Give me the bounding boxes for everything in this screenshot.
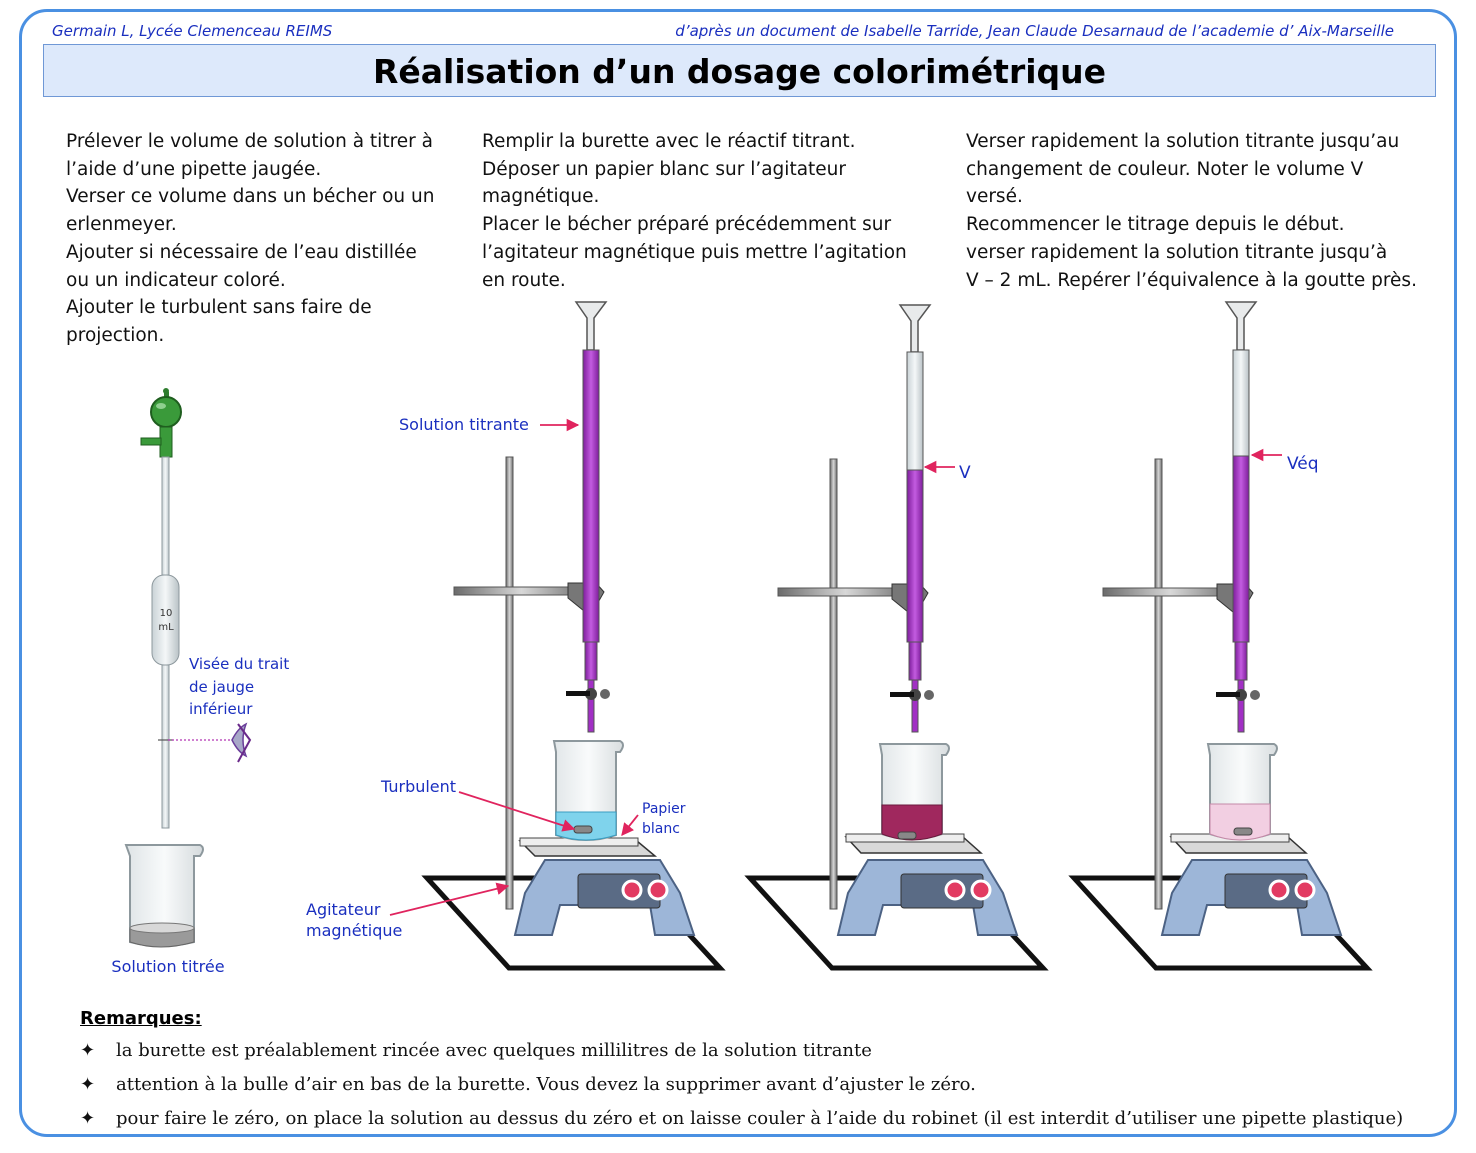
visee-label: Visée du trait	[189, 655, 289, 673]
agitateur-label: Agitateur	[306, 900, 381, 919]
remark-item: ✦ pour faire le zéro, on place la solutio…	[80, 1108, 1403, 1129]
step-line: ou un indicateur coloré.	[66, 269, 286, 291]
solution-titrante-label: Solution titrante	[399, 415, 529, 434]
papier-label: Papier	[642, 801, 686, 817]
solution-titree-label: Solution titrée	[111, 957, 224, 976]
step-line: Remplir la burette avec le réactif titra…	[482, 131, 856, 152]
visee-label: de jauge	[189, 678, 254, 696]
step-line: Verser ce volume dans un bécher ou un	[66, 186, 435, 208]
remark-text: pour faire le zéro, on place la solution…	[116, 1108, 1404, 1129]
bullet-icon: ✦	[80, 1040, 96, 1061]
step-line: projection.	[66, 324, 165, 346]
agitateur-label: magnétique	[306, 921, 402, 940]
step-1-text: Prélever le volume de solution à titrer …	[66, 128, 434, 350]
page-frame	[19, 9, 1457, 1137]
pipette-volume-number: 10	[160, 608, 173, 619]
step-line: V – 2 mL. Repérer l’équivalence à la gou…	[966, 269, 1417, 291]
papier-label: blanc	[642, 821, 680, 837]
pipette-volume-unit: mL	[158, 622, 174, 633]
step-line: Ajouter le turbulent sans faire de	[66, 297, 372, 319]
turbulent-label: Turbulent	[380, 777, 456, 796]
remark-item: ✦ attention à la bulle d’air en bas de la…	[80, 1074, 976, 1095]
remarks-title-text: Remarques	[80, 1008, 195, 1029]
step-line: l’agitateur magnétique puis mettre l’agi…	[482, 241, 907, 263]
titration-setup-2	[744, 304, 1049, 971]
remarks-title: Remarques:	[80, 1008, 202, 1029]
step-line: l’aide d’une pipette jaugée.	[66, 158, 322, 180]
step-line: Placer le bécher préparé précédemment su…	[482, 214, 892, 236]
header-author: Germain L, Lycée Clemenceau REIMS	[52, 22, 333, 40]
step-2-text: Remplir la burette avec le réactif titra…	[482, 128, 907, 294]
page-title: Réalisation d’un dosage colorimétrique	[43, 44, 1436, 97]
visee-label: inférieur	[189, 700, 253, 718]
bullet-icon: ✦	[80, 1074, 96, 1095]
remarks-section: Remarques:	[80, 1008, 202, 1029]
step-line: Déposer un papier blanc sur l’agitateur	[482, 158, 847, 180]
remark-text: attention à la bulle d’air en bas de la …	[116, 1074, 976, 1095]
eye-icon	[231, 722, 252, 763]
titration-setup-3	[1068, 301, 1373, 971]
volume-v-label: V	[959, 463, 971, 483]
pipette	[140, 388, 232, 829]
remark-text: la burette est préalablement rincée avec…	[116, 1040, 872, 1061]
step-line: erlenmeyer.	[66, 214, 177, 236]
step-line: changement de couleur. Noter le volume V	[966, 158, 1364, 180]
step-line: magnétique.	[482, 186, 600, 208]
step-line: Verser rapidement la solution titrante j…	[966, 131, 1400, 152]
step-line: en route.	[482, 269, 566, 291]
step-3-text: Verser rapidement la solution titrante j…	[966, 128, 1417, 294]
step-line: Ajouter si nécessaire de l’eau distillée	[66, 241, 417, 263]
volume-veq-label: Véq	[1287, 454, 1319, 474]
bullet-icon: ✦	[80, 1108, 96, 1129]
titration-setup-1	[421, 301, 726, 971]
remarks-title-colon: :	[194, 1008, 202, 1029]
step-line: Prélever le volume de solution à titrer …	[66, 131, 433, 152]
remark-item: ✦ la burette est préalablement rincée ave…	[80, 1040, 872, 1061]
header-source: d’après un document de Isabelle Tarride,…	[675, 22, 1394, 40]
step-line: verser rapidement la solution titrante j…	[966, 241, 1388, 263]
step-line: versé.	[966, 186, 1023, 208]
beaker-titree	[124, 844, 204, 948]
step-line: Recommencer le titrage depuis le début.	[966, 214, 1345, 236]
